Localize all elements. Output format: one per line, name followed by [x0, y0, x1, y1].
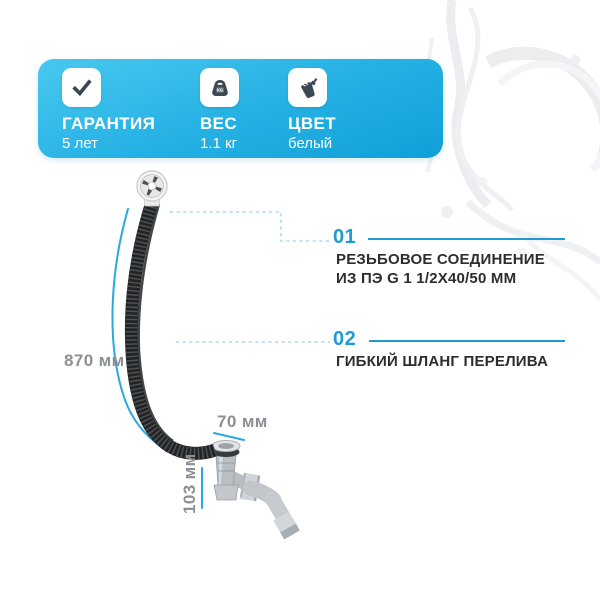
feature-label: ЦВЕТ [288, 114, 337, 133]
overflow-cap [136, 170, 168, 207]
corrugated-hose [124, 200, 218, 460]
callout-01-rule [368, 238, 565, 240]
callout-01-description: РЕЗЬБОВОЕ СОЕДИНЕНИЕ ИЗ ПЭ G 1 1/2X40/50… [336, 250, 545, 288]
callout-01-line2: ИЗ ПЭ G 1 1/2X40/50 ММ [336, 270, 517, 287]
drain-height-label: 103 мм [180, 453, 199, 514]
callout-02-description: ГИБКИЙ ШЛАНГ ПЕРЕЛИВА [336, 352, 548, 371]
feature-warranty: ГАРАНТИЯ 5 лет [62, 68, 155, 152]
drain-siphon [211, 440, 300, 540]
callout-02-line1: ГИБКИЙ ШЛАНГ ПЕРЕЛИВА [336, 353, 549, 370]
callout-01-number: 01 [333, 226, 357, 248]
feature-value: 1.1 кг [200, 135, 238, 152]
drain-width-label: 70 мм [217, 412, 268, 431]
feature-weight: KG ВЕС 1.1 кг [200, 68, 239, 152]
hose-length-label: 870 мм [64, 351, 125, 370]
checkmark-icon [62, 68, 101, 107]
kg-badge: KG [216, 87, 222, 92]
kettlebell-weight-icon: KG [200, 68, 239, 107]
callout-02-number: 02 [333, 328, 357, 350]
feature-value: 5 лет [62, 135, 98, 152]
info-banner: ГАРАНТИЯ 5 лет KG ВЕС 1.1 кг [38, 59, 443, 158]
callout-01-line1: РЕЗЬБОВОЕ СОЕДИНЕНИЕ [336, 251, 545, 268]
feature-label: ВЕС [200, 114, 238, 133]
drain-width-dimension-line [213, 432, 245, 441]
feature-label: ГАРАНТИЯ [62, 114, 156, 133]
feature-value: белый [288, 135, 333, 152]
feature-color: ЦВЕТ белый [288, 68, 336, 152]
callout-01-connector-line [170, 211, 331, 242]
paint-bucket-icon [288, 68, 327, 107]
callout-02-rule [369, 340, 565, 342]
